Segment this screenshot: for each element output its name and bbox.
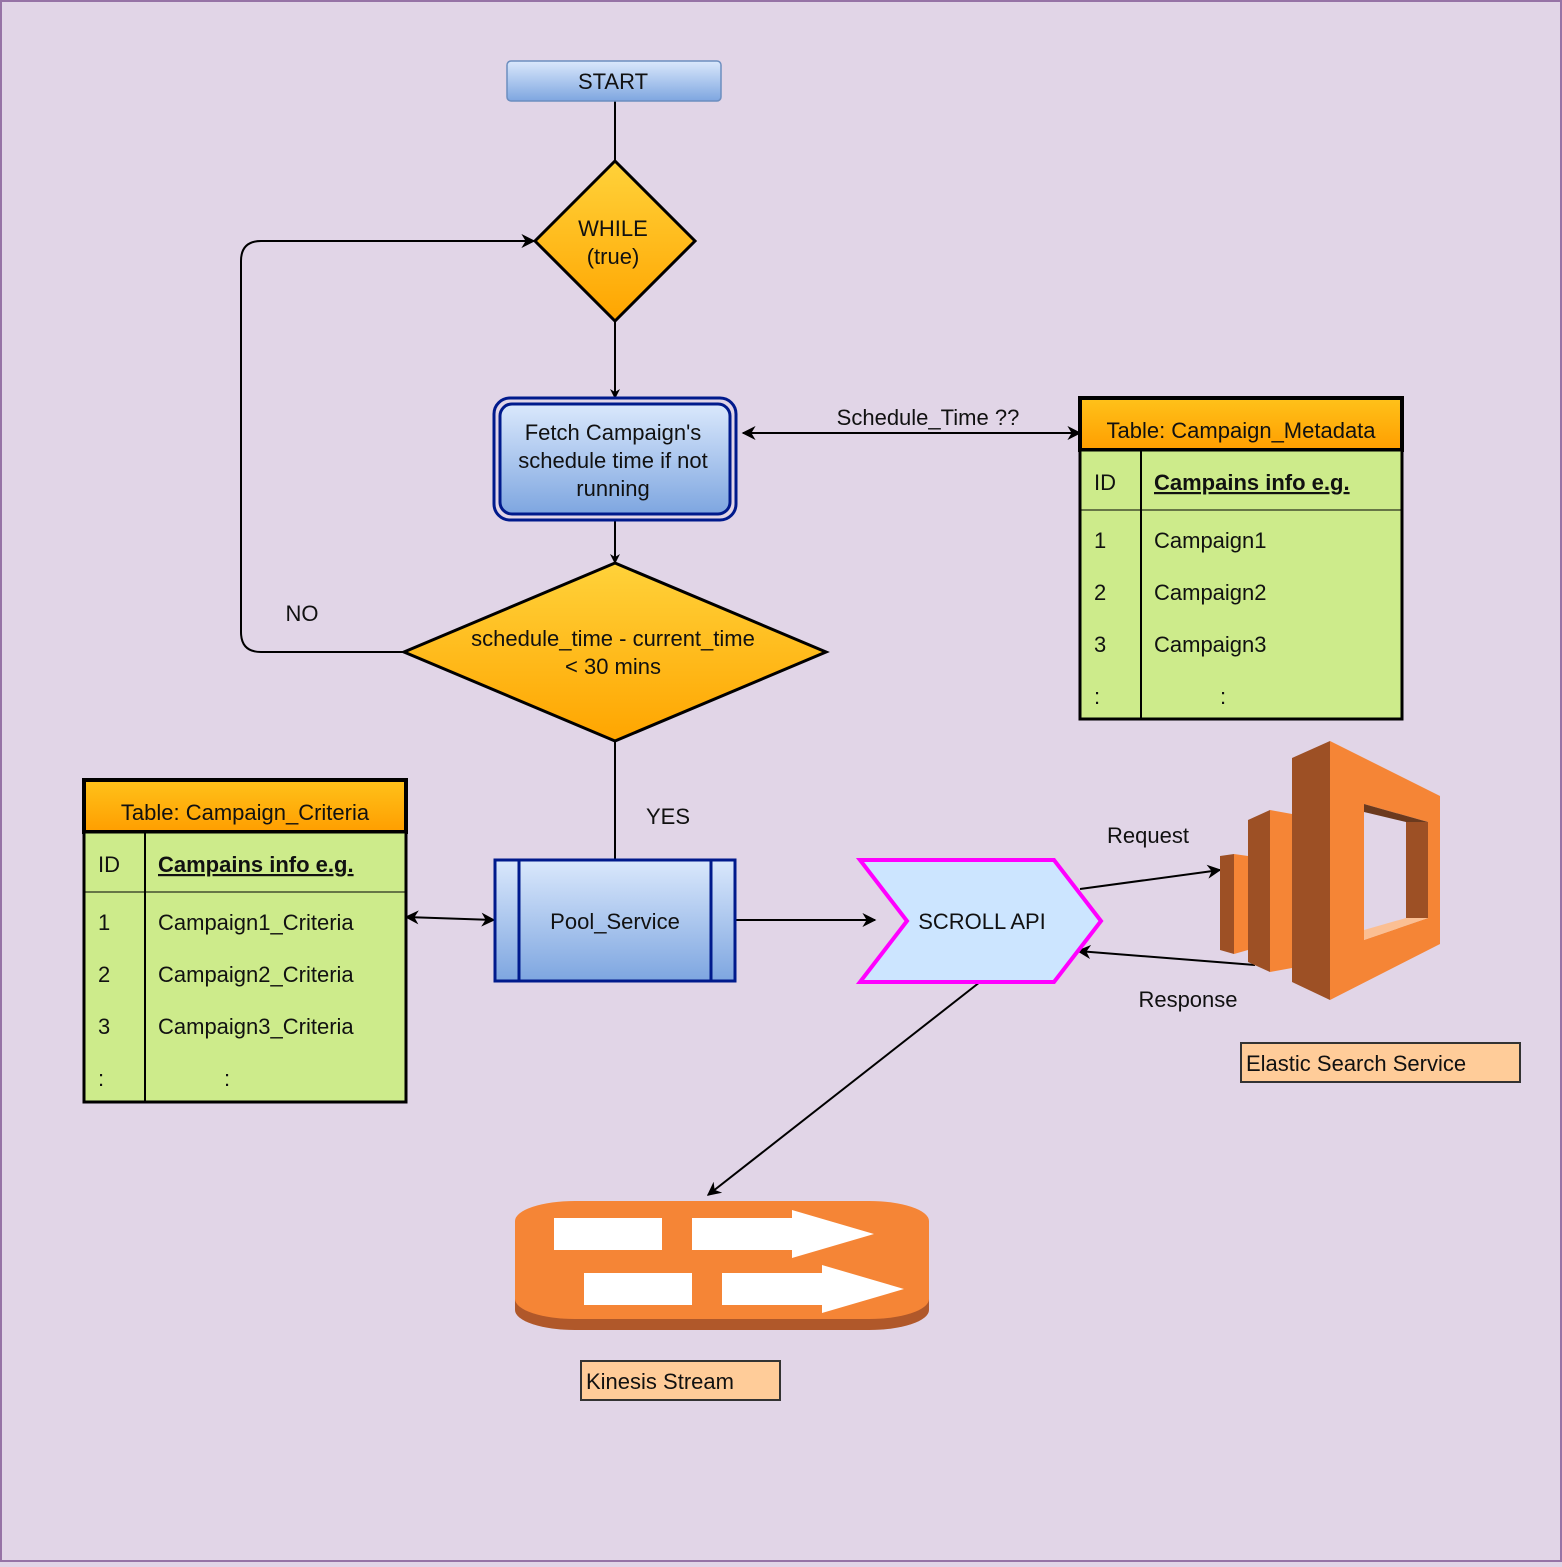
criteria-row-id: :	[98, 1066, 104, 1091]
metadata-row-id: 2	[1094, 580, 1106, 605]
fetch-label-line3: running	[576, 476, 649, 501]
aws-kinesis-stream-icon[interactable]	[515, 1201, 929, 1330]
criteria-row-id: 1	[98, 910, 110, 935]
edge-no-loop[interactable]	[240, 234, 536, 653]
criteria-row-info: :	[224, 1066, 230, 1091]
criteria-row-info: Campaign3_Criteria	[158, 1014, 354, 1039]
start-node[interactable]: START	[506, 60, 722, 102]
edge-label-yes: YES	[646, 804, 690, 829]
metadata-row-info: :	[1220, 684, 1226, 709]
edge-response[interactable]	[1076, 945, 1256, 966]
elastic-search-label-box: Elastic Search Service	[1240, 1042, 1521, 1083]
edge-request[interactable]	[1079, 864, 1222, 890]
scroll-api-label: SCROLL API	[918, 909, 1046, 934]
edges	[240, 100, 1256, 1196]
scroll-api-node[interactable]: SCROLL API	[855, 858, 1104, 984]
table-campaign-criteria[interactable]: Table: Campaign_Criteria ID Campains inf…	[82, 778, 408, 1104]
metadata-row-info: Campaign3	[1154, 632, 1267, 657]
fetch-label-line2: schedule time if not	[518, 448, 708, 473]
elastic-search-label: Elastic Search Service	[1246, 1051, 1466, 1076]
aws-elasticsearch-icon[interactable]	[1220, 741, 1440, 1000]
criteria-row-info: Campaign1_Criteria	[158, 910, 354, 935]
decision-label-line2: < 30 mins	[565, 654, 661, 679]
fetch-label-line1: Fetch Campaign's	[525, 420, 702, 445]
edge-scroll-kinesis[interactable]	[706, 981, 981, 1196]
while-label-line2: (true)	[587, 244, 640, 269]
criteria-row-id: 3	[98, 1014, 110, 1039]
metadata-col-info: Campains info e.g.	[1154, 470, 1350, 495]
metadata-row-info: Campaign1	[1154, 528, 1267, 553]
metadata-row-id: 3	[1094, 632, 1106, 657]
fetch-schedule-process[interactable]: Fetch Campaign's schedule time if not ru…	[492, 396, 738, 522]
criteria-table-title: Table: Campaign_Criteria	[121, 800, 370, 825]
schedule-decision[interactable]: schedule_time - current_time < 30 mins	[400, 561, 830, 743]
criteria-col-id: ID	[98, 852, 120, 877]
edge-label-schedule-time: Schedule_Time ??	[837, 405, 1020, 430]
criteria-col-info: Campains info e.g.	[158, 852, 354, 877]
kinesis-label-box: Kinesis Stream	[580, 1360, 781, 1401]
while-label-line1: WHILE	[578, 216, 648, 241]
metadata-row-id: 1	[1094, 528, 1106, 553]
kinesis-label: Kinesis Stream	[586, 1369, 734, 1394]
table-campaign-metadata[interactable]: Table: Campaign_Metadata ID Campains inf…	[1078, 396, 1404, 721]
edge-label-request: Request	[1107, 823, 1189, 848]
criteria-row-id: 2	[98, 962, 110, 987]
metadata-table-title: Table: Campaign_Metadata	[1106, 418, 1376, 443]
edge-criteria-pool[interactable]	[404, 910, 496, 927]
metadata-row-info: Campaign2	[1154, 580, 1267, 605]
pool-service-node[interactable]: Pool_Service	[493, 858, 737, 983]
criteria-row-info: Campaign2_Criteria	[158, 962, 354, 987]
edge-label-response: Response	[1138, 987, 1237, 1012]
metadata-col-id: ID	[1094, 470, 1116, 495]
decision-label-line1: schedule_time - current_time	[471, 626, 755, 651]
start-label: START	[578, 69, 648, 94]
pool-service-label: Pool_Service	[550, 909, 680, 934]
while-decision[interactable]: WHILE (true)	[532, 158, 698, 324]
metadata-row-id: :	[1094, 684, 1100, 709]
edge-label-no: NO	[286, 601, 319, 626]
